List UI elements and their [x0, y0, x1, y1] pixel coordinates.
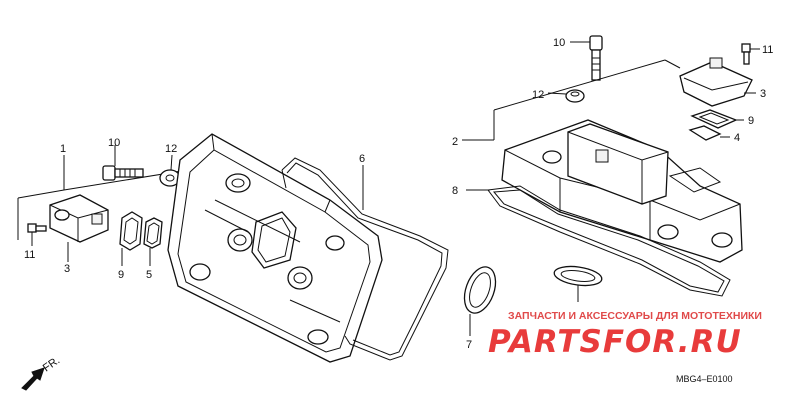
watermark-tagline: ЗАПЧАСТИ И АКСЕССУАРЫ ДЛЯ МОТОТЕХНИКИ: [508, 310, 762, 322]
gasket-4-right: [688, 125, 730, 141]
callout-1-leader: [17, 155, 201, 240]
front-direction-label: FR.: [41, 354, 62, 374]
callout-9-left: 9: [118, 269, 124, 281]
callout-3-left: 3: [64, 263, 70, 275]
bolt-11-right: [741, 43, 760, 65]
callout-2-leader: [462, 59, 681, 141]
gasket-9-left: [119, 211, 143, 266]
callout-10-right: 10: [553, 37, 565, 49]
head-cover-left: [167, 133, 383, 363]
callout-10-left: 10: [108, 137, 120, 149]
callout-11-right: 11: [762, 44, 773, 56]
callout-12-right: 12: [532, 89, 544, 101]
head-cover-right: [501, 119, 743, 263]
callout-2: 2: [452, 136, 458, 148]
callout-4: 4: [734, 132, 740, 144]
bolt-11-left: [27, 223, 47, 246]
callout-1: 1: [60, 143, 66, 155]
breather-cover-3-left: [49, 194, 109, 262]
gasket-9-right: [690, 109, 744, 129]
diagram-code: MBG4–E0100: [676, 374, 733, 384]
gasket-6: [281, 157, 449, 361]
plug-seal-7: [463, 266, 497, 336]
plug-seal-7-right: [553, 265, 603, 302]
bolt-10-right: [570, 35, 603, 81]
callout-6: 6: [359, 153, 365, 165]
callout-7: 7: [466, 339, 472, 351]
gasket-8: [466, 185, 731, 297]
gasket-5-left: [143, 217, 163, 266]
callout-5: 5: [146, 269, 152, 281]
front-direction-arrow-icon: [21, 367, 45, 391]
callout-3-right: 3: [760, 88, 766, 100]
bolt-10-left: [102, 145, 144, 181]
callout-11-left: 11: [24, 249, 35, 261]
callout-12-left: 12: [165, 143, 177, 155]
watermark-brand: PARTSFOR.RU: [488, 324, 742, 360]
grommet-12-right: [547, 89, 585, 103]
breather-cover-3-right: [679, 57, 756, 107]
callout-9-right: 9: [748, 115, 754, 127]
callout-8: 8: [452, 185, 458, 197]
